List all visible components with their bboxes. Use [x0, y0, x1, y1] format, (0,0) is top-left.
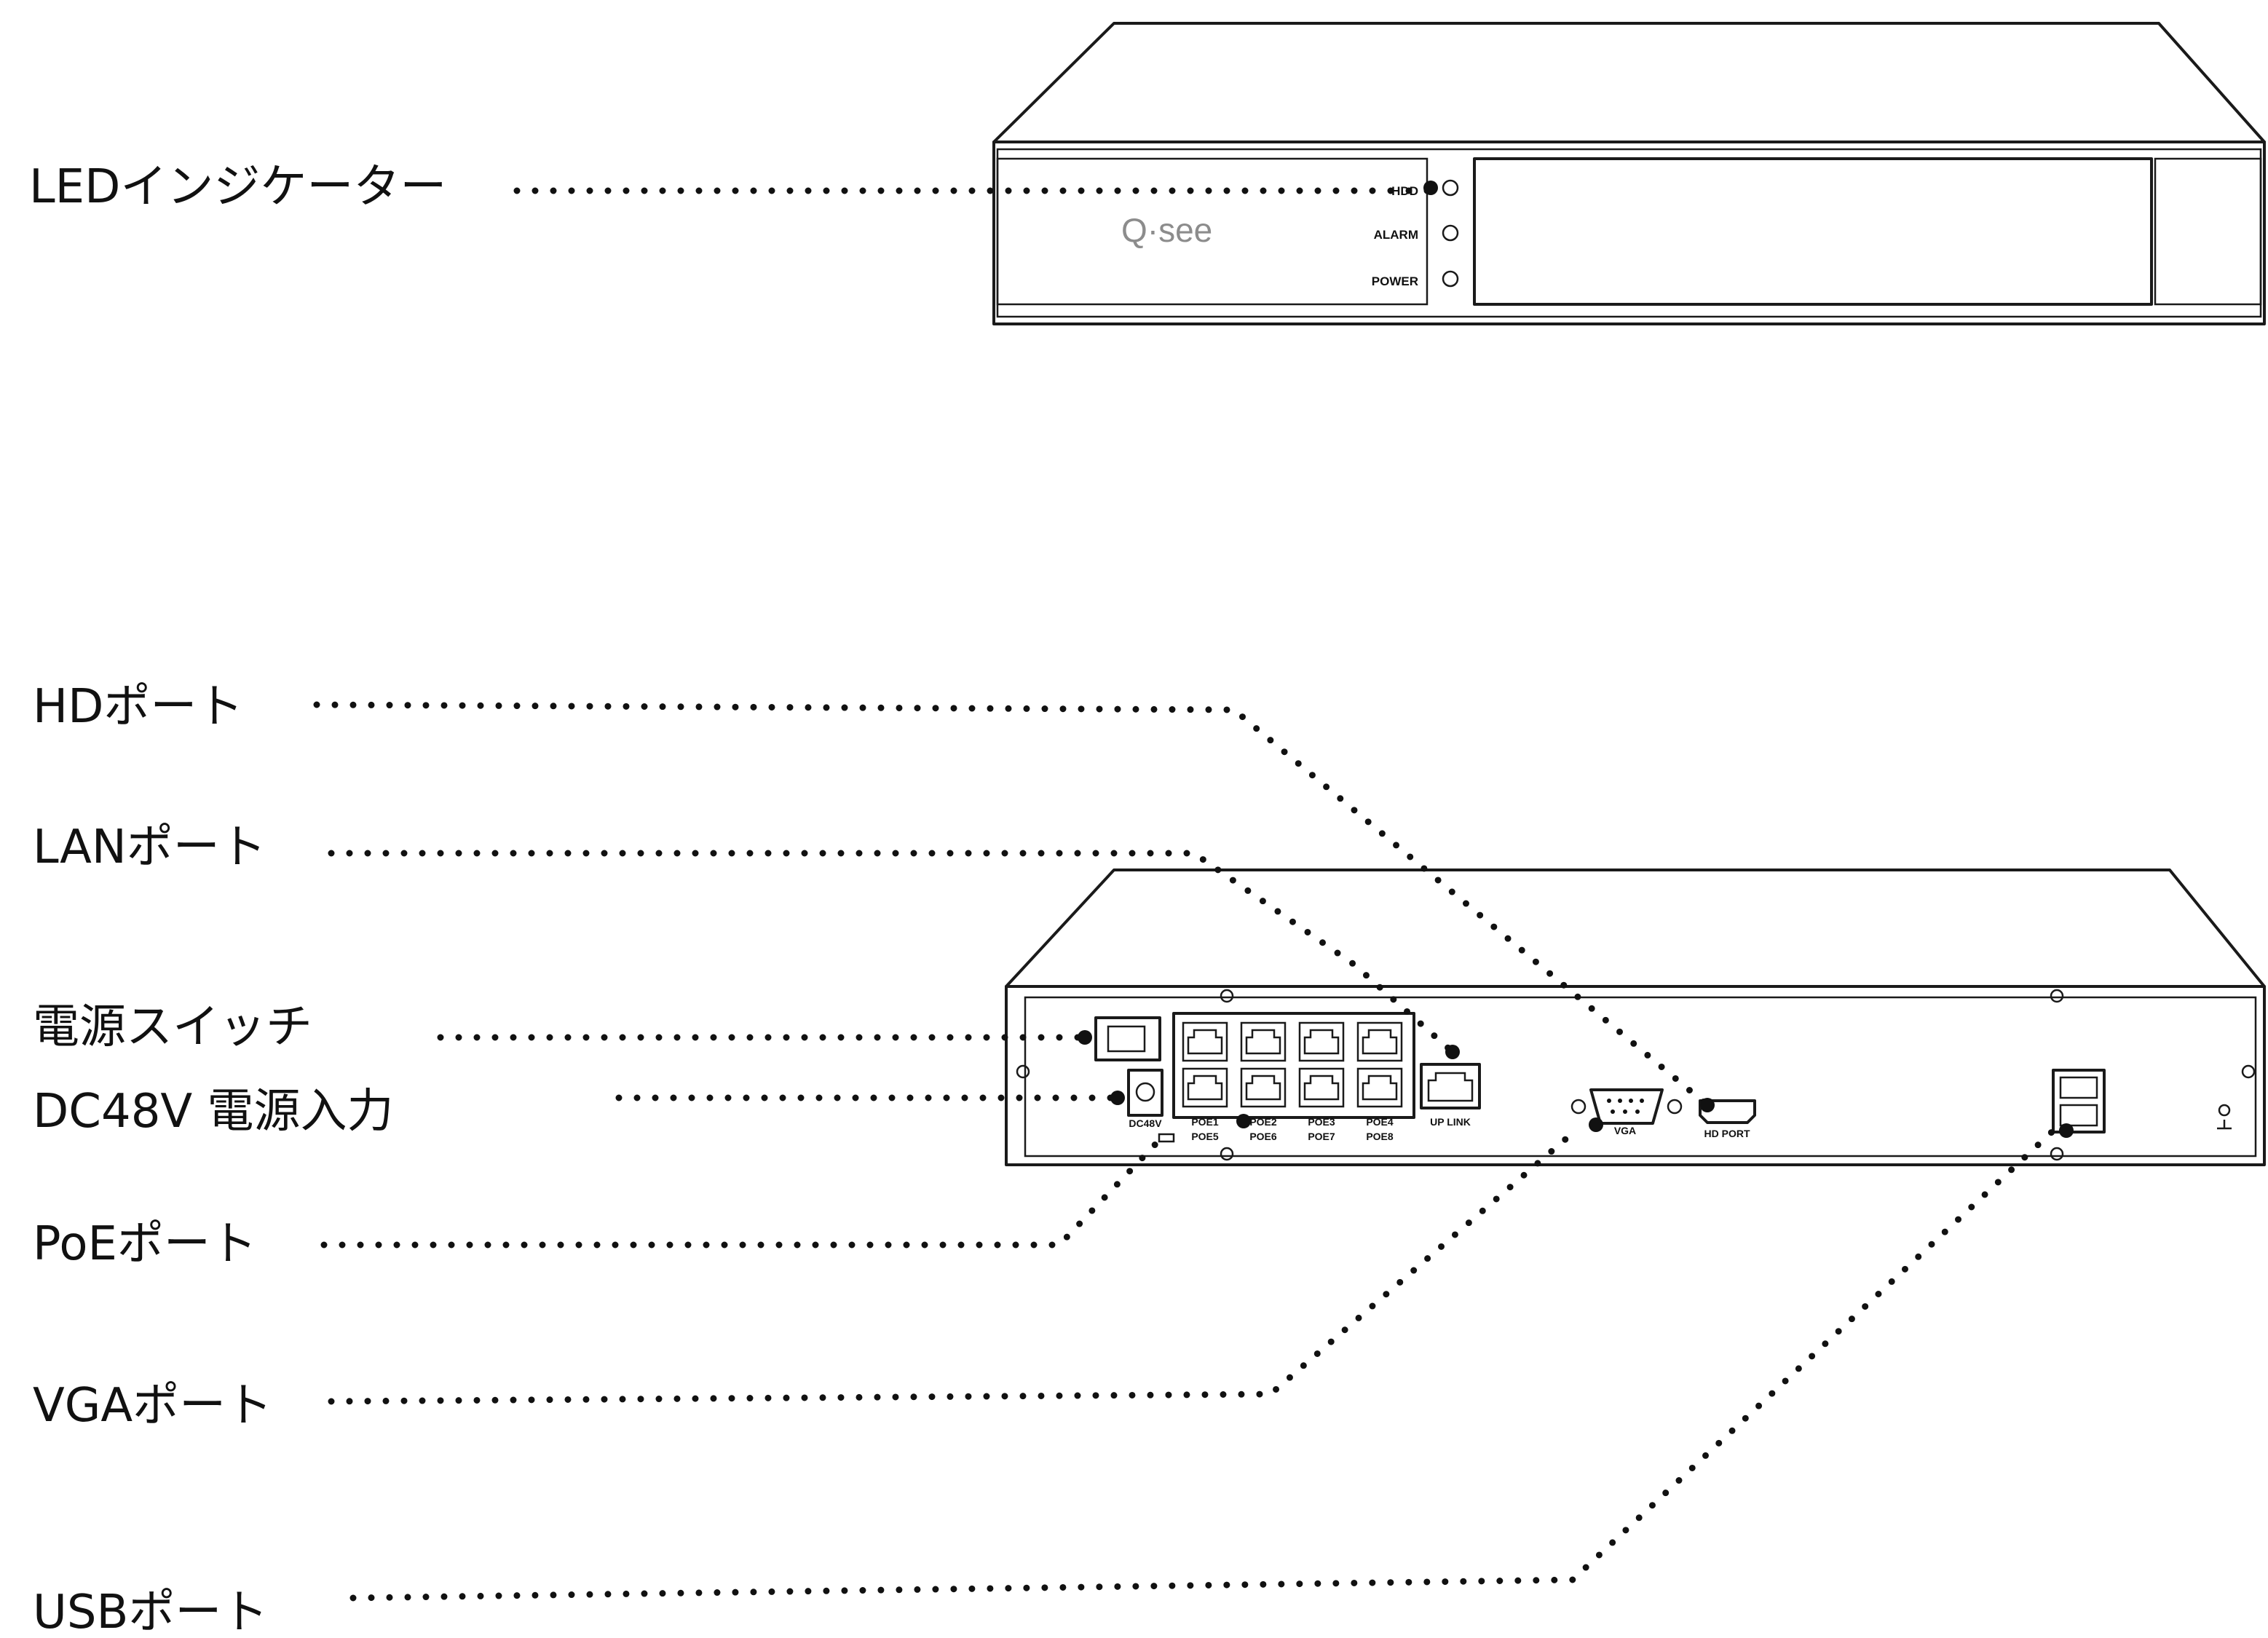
- poe-top-label: POE4: [1366, 1116, 1394, 1128]
- poe-top-label: POE1: [1191, 1116, 1219, 1128]
- callout-poe-label: PoEポート: [33, 1217, 257, 1271]
- led-alarm-label: ALARM: [1374, 228, 1418, 242]
- poe-port: [1240, 1067, 1287, 1108]
- poe-top-label: POE2: [1249, 1116, 1277, 1128]
- leader-endpoints: [1078, 181, 2074, 1138]
- led-hdd-label: HDD: [1391, 184, 1418, 198]
- poe-bottom-label: POE5: [1191, 1131, 1219, 1142]
- callout-led-label: LEDインジケーター: [29, 160, 446, 214]
- poe-port: [1356, 1021, 1403, 1062]
- brand-logo-text: Q·see: [1121, 211, 1212, 249]
- leader-vga: [328, 1136, 1569, 1405]
- poe-port: [1182, 1067, 1228, 1108]
- leader-poe: [320, 1131, 1169, 1249]
- hd-port: [1699, 1099, 1756, 1124]
- poe-port: [1356, 1067, 1403, 1108]
- front-unit: Q·see HDD ALARM POWER: [992, 22, 2266, 325]
- callout-power-switch-label: 電源スイッチ: [33, 1000, 312, 1054]
- led-hdd-indicator: [1442, 179, 1459, 197]
- hd-port-label: HD PORT: [1704, 1128, 1750, 1139]
- led-power-label: POWER: [1372, 274, 1418, 288]
- lan-port: [1420, 1063, 1481, 1109]
- poe-port: [1240, 1021, 1287, 1062]
- poe-bottom-label: POE8: [1366, 1131, 1394, 1142]
- led-alarm-indicator: [1442, 224, 1459, 242]
- poe-top-label: POE3: [1308, 1116, 1335, 1128]
- poe-port: [1298, 1067, 1345, 1108]
- dc-input-jack: [1127, 1069, 1163, 1117]
- poe-block: [1172, 1012, 1415, 1119]
- callout-usb-label: USBポート: [33, 1586, 268, 1638]
- callout-lan-label: LANポート: [33, 820, 266, 874]
- front-grille: [1473, 157, 2153, 306]
- poe-ports: [1182, 1021, 1403, 1108]
- led-power-indicator: [1442, 270, 1459, 288]
- dc-input-label: DC48V: [1129, 1117, 1162, 1129]
- vga-port: [1570, 1088, 1683, 1125]
- poe-bottom-label: POE7: [1308, 1131, 1335, 1142]
- ground-icon: [2217, 1104, 2232, 1130]
- leader-lines: [313, 187, 2055, 1602]
- callout-dc-input-label: DC48V 電源入力: [33, 1085, 394, 1139]
- callout-vga-label: VGAポート: [33, 1379, 272, 1433]
- rear-unit: DC48V POE1 POE2 POE3 POE4 POE5 POE6 POE7…: [1005, 869, 2266, 1166]
- leader-usb: [349, 1128, 2055, 1602]
- brand-logo: Q·see: [1121, 211, 1212, 249]
- poe-port: [1298, 1021, 1345, 1062]
- power-switch[interactable]: [1094, 1016, 1161, 1061]
- poe-bottom-label: POE6: [1249, 1131, 1277, 1142]
- leader-hd: [313, 701, 1711, 1109]
- poe-port: [1182, 1021, 1228, 1062]
- usb-ports: [2052, 1069, 2106, 1133]
- uplink-label: UP LINK: [1430, 1116, 1471, 1128]
- vga-label: VGA: [1614, 1125, 1636, 1136]
- callout-hd-label: HDポート: [33, 680, 243, 734]
